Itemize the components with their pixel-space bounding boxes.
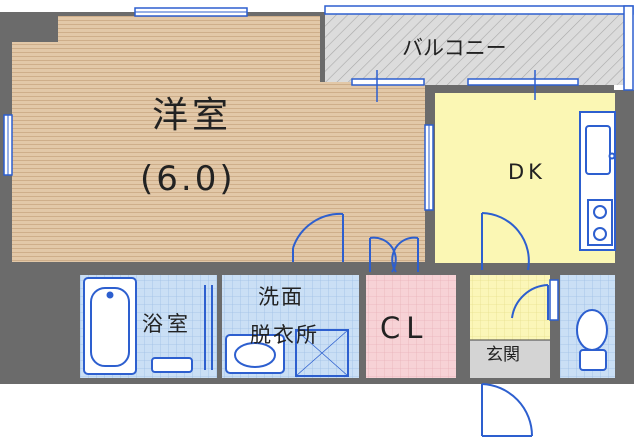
toilet	[576, 309, 608, 371]
bath-label: 浴室	[142, 312, 192, 336]
western-room-floor	[12, 16, 425, 262]
door-closet-double	[369, 236, 419, 273]
balcony-rail-right	[623, 5, 634, 91]
western-room-size: (6.0)	[140, 159, 236, 199]
sliding-door-balcony-right	[467, 78, 579, 86]
entrance-floor	[470, 340, 550, 378]
washroom-label-1: 洗面	[258, 285, 304, 309]
closet-floor	[366, 275, 456, 378]
door-entrance	[481, 383, 533, 437]
western-room-label: 洋室	[152, 95, 233, 136]
balcony-floor	[325, 12, 625, 85]
balcony-label: バルコニー	[402, 36, 507, 60]
kitchen-counter	[579, 111, 616, 251]
door-western-room	[292, 212, 344, 262]
washroom-label-2: 脱衣所	[250, 323, 319, 347]
sliding-door-balcony-left	[351, 78, 425, 86]
bathtub	[83, 277, 137, 375]
door-bath	[204, 285, 213, 370]
closet-label: CL	[380, 311, 429, 345]
dk-label: DK	[508, 160, 546, 184]
entrance-label: 玄関	[486, 345, 520, 365]
corridor-floor	[470, 275, 550, 340]
outer-wall-right	[614, 90, 634, 384]
door-dk	[481, 212, 530, 271]
bath-basin	[151, 357, 193, 373]
washer-space	[295, 329, 349, 377]
door-toilet	[511, 284, 549, 320]
wash-basin	[225, 334, 285, 374]
balcony-rail	[324, 5, 634, 15]
window-closet-right	[549, 279, 559, 321]
